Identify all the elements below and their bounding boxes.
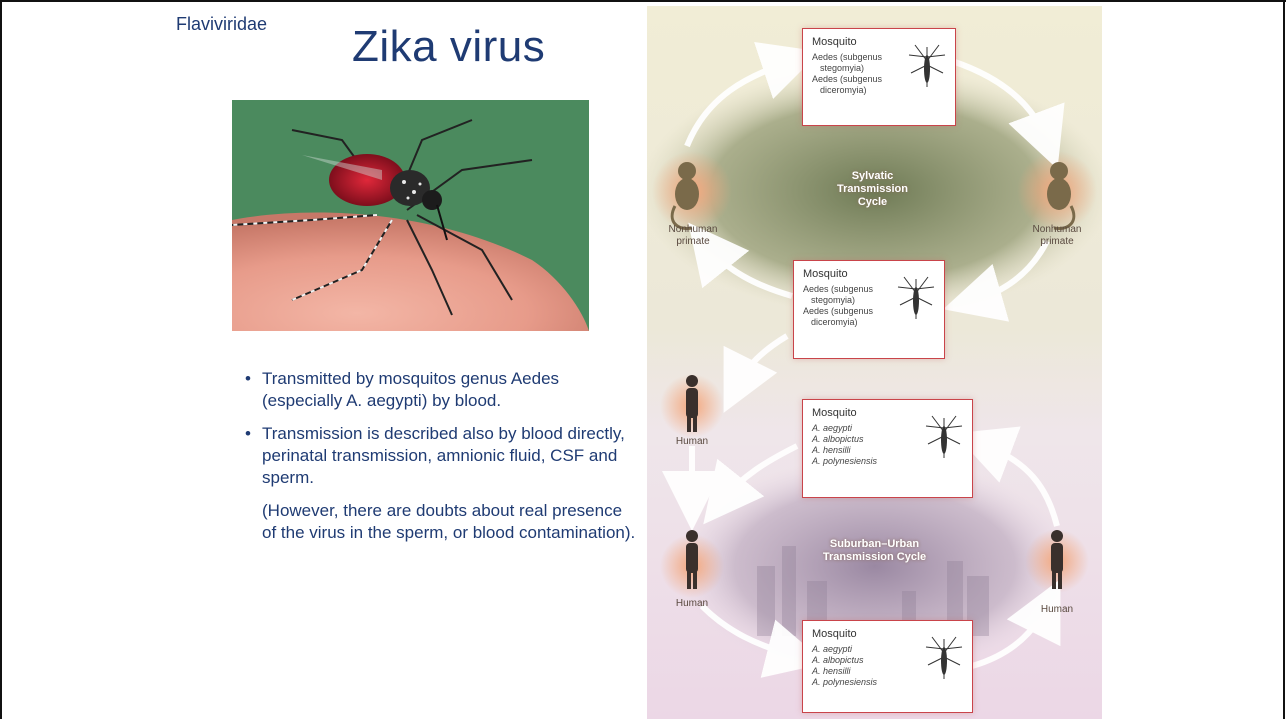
species-line: A. aegypti	[812, 423, 877, 434]
mosquito-box-title: Mosquito	[812, 628, 857, 640]
mosquito-box-sylvatic-bottom: Mosquito Aedes (subgenus stegomyia) Aede…	[793, 260, 945, 359]
species-line: Aedes (subgenus	[803, 284, 873, 295]
species-line: stegomyia)	[812, 63, 882, 74]
species-line: diceromyia)	[812, 85, 882, 96]
mosquito-icon	[907, 37, 947, 97]
mosquito-species: Aedes (subgenus stegomyia) Aedes (subgen…	[803, 284, 873, 328]
species-line: A. polynesiensis	[812, 677, 877, 688]
urban-cycle-label: Suburban–Urban Transmission Cycle	[812, 538, 937, 564]
species-line: stegomyia)	[803, 295, 873, 306]
mosquito-icon	[924, 629, 964, 689]
mosquito-species: Aedes (subgenus stegomyia) Aedes (subgen…	[812, 52, 882, 96]
species-line: A. polynesiensis	[812, 456, 877, 467]
sylvatic-cycle-label: Sylvatic Transmission Cycle	[825, 170, 920, 209]
doubt-note: (However, there are doubts about real pr…	[245, 500, 640, 544]
mosquito-box-urban-top: Mosquito A. aegypti A. albopictus A. hen…	[802, 399, 973, 498]
mosquito-photo	[232, 100, 589, 331]
slide-title: Zika virus	[352, 22, 545, 72]
slide-border-right	[1283, 0, 1285, 719]
mosquito-species: A. aegypti A. albopictus A. hensilli A. …	[812, 423, 877, 467]
slide-border-left	[0, 0, 2, 719]
transmission-cycle-diagram: Sylvatic Transmission Cycle Suburban–Urb…	[647, 6, 1102, 719]
species-line: A. albopictus	[812, 655, 877, 666]
virus-family-label: Flaviviridae	[176, 14, 267, 35]
species-line: Aedes (subgenus	[812, 74, 882, 85]
species-line: A. hensilli	[812, 666, 877, 677]
mosquito-icon	[896, 269, 936, 329]
species-line: diceromyia)	[803, 317, 873, 328]
transmission-notes: • Transmitted by mosquitos genus Aedes (…	[245, 368, 640, 544]
human-label: Human	[667, 436, 717, 448]
nonhuman-primate-left-label: Nonhuman primate	[665, 224, 721, 248]
mosquito-box-title: Mosquito	[812, 407, 857, 419]
slide-border-top	[0, 0, 1286, 2]
mosquito-box-title: Mosquito	[803, 268, 848, 280]
nonhuman-primate-right-label: Nonhuman primate	[1029, 224, 1085, 248]
mosquito-icon	[924, 408, 964, 468]
mosquito-box-sylvatic-top: Mosquito Aedes (subgenus stegomyia) Aede…	[802, 28, 956, 126]
human-label: Human	[1032, 604, 1082, 616]
mosquito-box-title: Mosquito	[812, 36, 857, 48]
bullet-glyph: •	[245, 368, 251, 390]
bullet-item: • Transmission is described also by bloo…	[245, 423, 640, 489]
bullet-text: Transmission is described also by blood …	[262, 424, 625, 487]
mosquito-species: A. aegypti A. albopictus A. hensilli A. …	[812, 644, 877, 688]
human-label: Human	[667, 598, 717, 610]
bullet-item: • Transmitted by mosquitos genus Aedes (…	[245, 368, 640, 412]
bullet-text: Transmitted by mosquitos genus Aedes (es…	[262, 369, 559, 410]
bullet-glyph: •	[245, 423, 251, 445]
species-line: A. albopictus	[812, 434, 877, 445]
species-line: A. aegypti	[812, 644, 877, 655]
species-line: Aedes (subgenus	[803, 306, 873, 317]
mosquito-box-urban-bottom: Mosquito A. aegypti A. albopictus A. hen…	[802, 620, 973, 713]
species-line: Aedes (subgenus	[812, 52, 882, 63]
species-line: A. hensilli	[812, 445, 877, 456]
